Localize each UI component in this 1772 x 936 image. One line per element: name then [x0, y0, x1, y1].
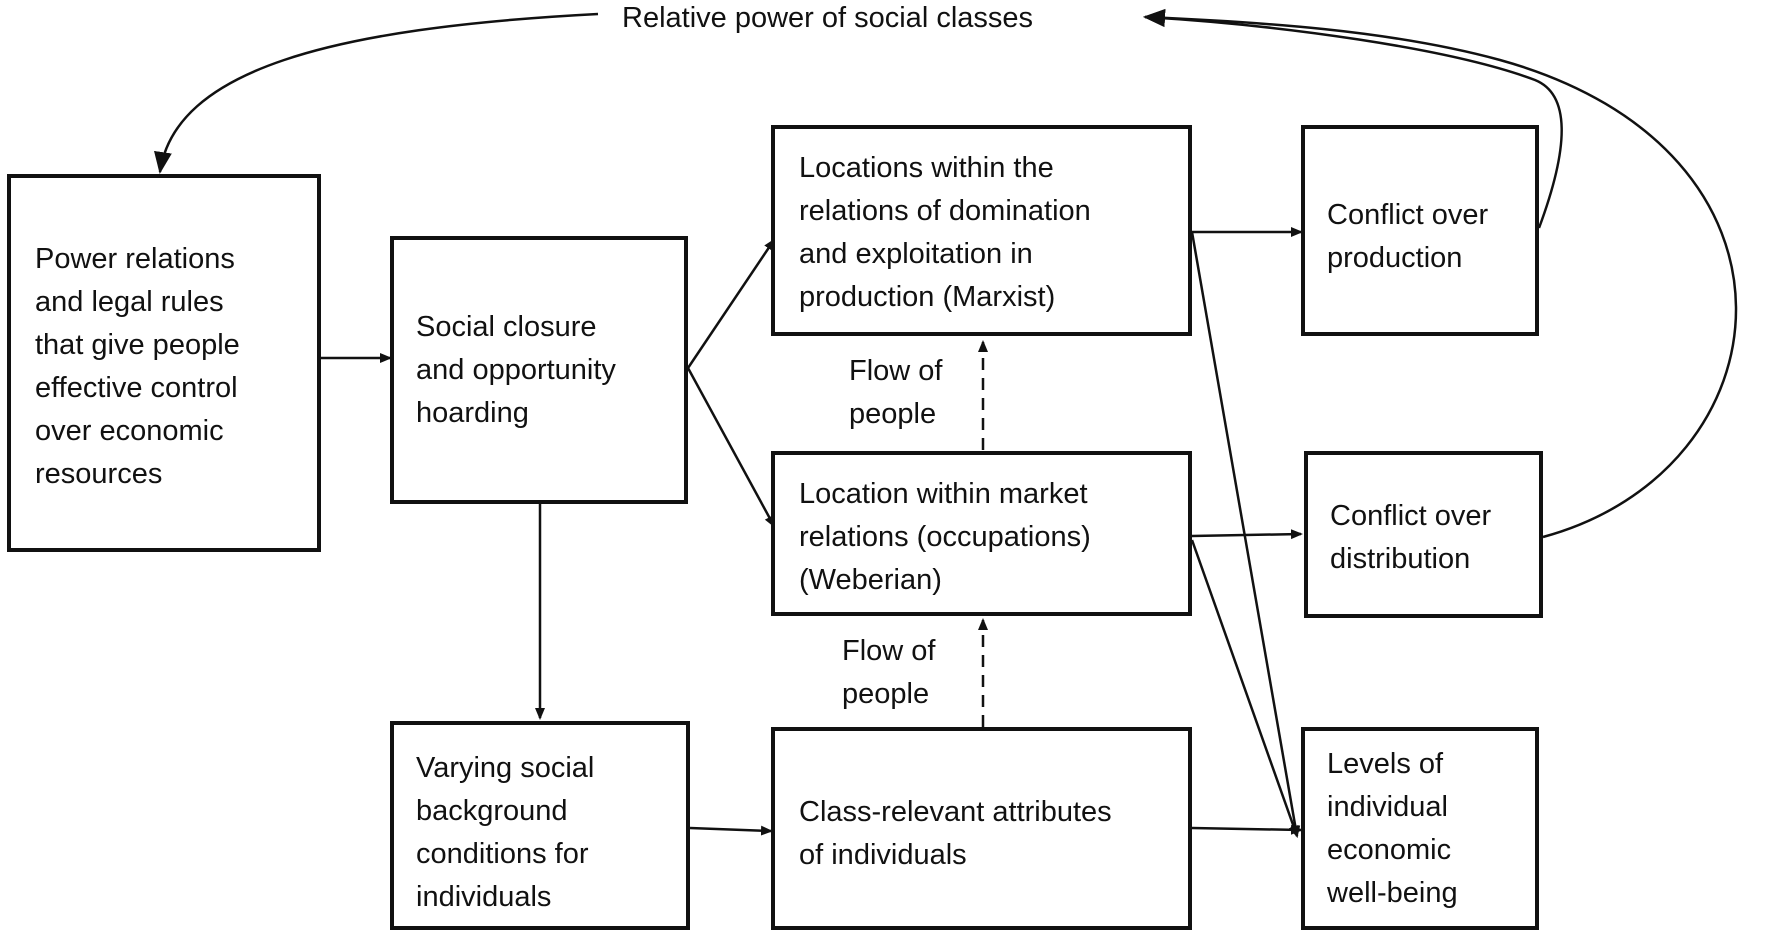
node-locations-domination-line: production (Marxist) [799, 281, 1056, 313]
node-power-relations-line: Power relations [35, 243, 235, 275]
node-conflict-distribution-line: distribution [1330, 543, 1471, 575]
flow-label-lower-line: people [842, 678, 930, 710]
node-locations-domination-line: and exploitation in [799, 238, 1033, 270]
relative-power-label: Relative power of social classes [622, 2, 1034, 34]
node-levels-wellbeing-line: well-being [1327, 877, 1458, 909]
node-location-market: Location within market relations (occupa… [771, 451, 1192, 616]
node-class-attributes-line: Class-relevant attributes [799, 796, 1112, 828]
node-levels-wellbeing-line: Levels of [1327, 748, 1444, 780]
node-location-market-line: Location within market [799, 478, 1088, 510]
flow-label-upper: Flow of people [849, 350, 942, 436]
arrow-market-to-wellbeing [1190, 539, 1299, 838]
node-varying-background-line: individuals [416, 881, 552, 913]
node-varying-background-line: Varying social [416, 752, 595, 784]
flow-label-lower: Flow of people [842, 630, 935, 716]
node-locations-domination-line: Locations within the [799, 152, 1054, 184]
node-locations-domination-line: relations of domination [799, 195, 1091, 227]
node-class-attributes-line: of individuals [799, 839, 967, 871]
node-conflict-distribution-line: Conflict over [1330, 500, 1492, 532]
node-power-relations-line: that give people [35, 329, 240, 361]
node-class-attributes: Class-relevant attributes of individuals [771, 727, 1192, 930]
node-conflict-distribution: Conflict over distribution [1304, 451, 1543, 618]
node-varying-background: Varying social background conditions for… [390, 721, 690, 930]
node-power-relations: Power relations and legal rules that giv… [7, 174, 321, 552]
node-social-closure: Social closure and opportunity hoarding [390, 236, 688, 504]
flow-label-lower-line: Flow of [842, 635, 936, 667]
node-conflict-production: Conflict over production [1301, 125, 1539, 336]
arrow-domination-to-wellbeing [1190, 231, 1301, 838]
arrow-background-to-attributes [689, 825, 773, 836]
node-power-relations-line: over economic [35, 415, 224, 447]
node-location-market-line: (Weberian) [799, 564, 942, 596]
node-levels-wellbeing: Levels of individual economic well-being [1301, 727, 1539, 930]
node-power-relations-line: effective control [35, 372, 238, 404]
arrow-power-to-power-relations [154, 12, 599, 174]
arrow-closure-to-market [686, 367, 776, 528]
node-varying-background-line: conditions for [416, 838, 589, 870]
node-power-relations-line: resources [35, 458, 163, 490]
node-location-market-line: relations (occupations) [799, 521, 1091, 553]
node-power-relations-line: and legal rules [35, 286, 224, 318]
node-varying-background-line: background [416, 795, 568, 827]
node-levels-wellbeing-line: individual [1327, 791, 1448, 823]
node-levels-wellbeing-line: economic [1327, 834, 1452, 866]
flow-label-upper-line: Flow of [849, 355, 943, 387]
arrow-attributes-to-wellbeing [1191, 824, 1303, 835]
node-conflict-production-line: production [1327, 242, 1463, 274]
arrow-closure-to-domination [686, 238, 776, 369]
node-social-closure-line: and opportunity [416, 354, 616, 386]
node-social-closure-line: hoarding [416, 397, 529, 429]
arrow-conflict-distribution-to-power [1143, 8, 1738, 539]
arrow-conflict-production-to-power [1143, 9, 1563, 229]
flow-label-upper-line: people [849, 398, 937, 430]
node-locations-domination: Locations within the relations of domina… [771, 125, 1192, 336]
arrow-market-to-conflict-distribution [1191, 529, 1303, 540]
node-social-closure-line: Social closure [416, 311, 597, 343]
node-conflict-production-line: Conflict over [1327, 199, 1489, 231]
